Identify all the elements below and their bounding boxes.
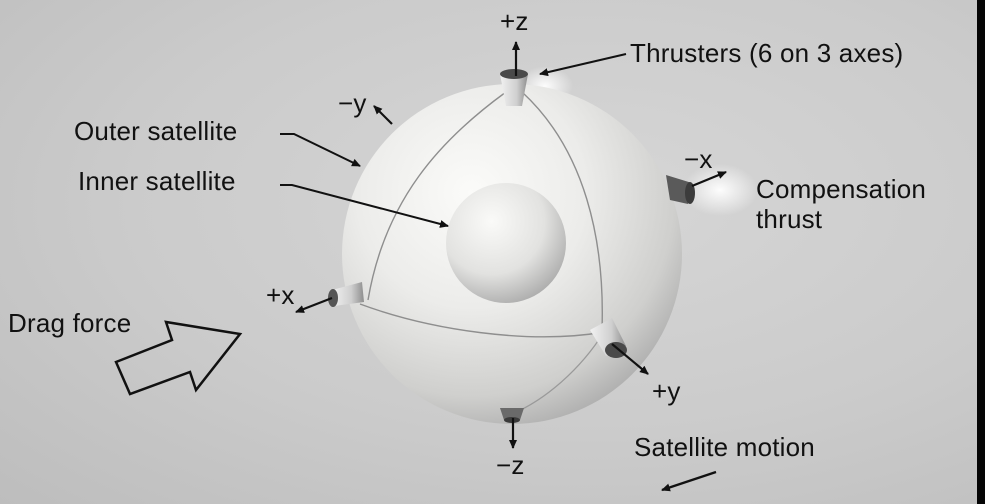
- outer-sphere-seam-bottom: [359, 303, 605, 338]
- scan-edge: [977, 0, 985, 504]
- drag-force-arrow: [114, 320, 243, 396]
- plus-x-arrow: [295, 296, 333, 314]
- axis-label-minus-y: −y: [338, 88, 367, 118]
- thrusters-label: Thrusters (6 on 3 axes): [630, 38, 904, 68]
- thruster-plus-z: [500, 69, 528, 106]
- axis-label-plus-x: +x: [266, 280, 295, 310]
- compensation-exhaust-glow: [682, 164, 758, 216]
- thruster-plus-y: [590, 318, 627, 358]
- axis-label-minus-z: −z: [496, 450, 525, 480]
- compensation-thrust-label-line1: Compensation: [756, 174, 927, 204]
- axis-label-plus-z: +z: [500, 6, 529, 36]
- axis-label-plus-y: +y: [652, 376, 681, 406]
- inner-satellite-label: Inner satellite: [78, 166, 236, 196]
- outer-satellite-label: Outer satellite: [74, 116, 238, 146]
- axis-label-minus-x: −x: [684, 144, 713, 174]
- outer-satellite-leader-line: [280, 133, 361, 167]
- inner-satellite-leader-line: [280, 184, 449, 228]
- thrusters-leader-line: [539, 53, 627, 77]
- satellite-motion-arrow: [661, 470, 717, 492]
- thruster-plus-x: [328, 282, 364, 307]
- thruster-minus-x: [666, 175, 695, 204]
- outer-sphere-seam-left: [367, 91, 507, 301]
- minus-x-arrow: [691, 170, 727, 188]
- minus-y-arrow: [373, 105, 393, 125]
- compensation-thrust-label-line2: thrust: [756, 204, 823, 234]
- inner-satellite-sphere: [446, 183, 566, 303]
- satellite-motion-label: Satellite motion: [634, 432, 815, 462]
- outer-sphere-seam-right: [521, 91, 603, 331]
- plus-y-arrow: [611, 343, 649, 375]
- drag-force-label: Drag force: [8, 308, 132, 338]
